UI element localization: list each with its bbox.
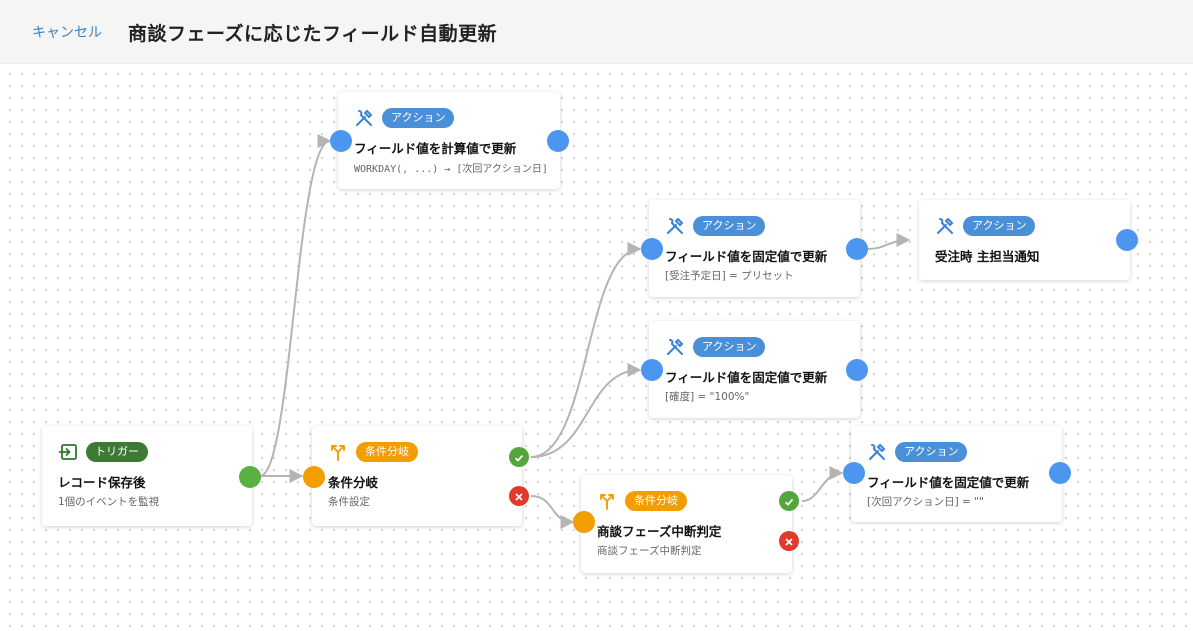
action-badge: アクション <box>382 108 455 128</box>
condition-title: 条件分岐 <box>328 475 379 490</box>
trigger-subtitle: 1個のイベントを監視 <box>58 496 160 508</box>
action-subtitle: WORKDAY(, ...) → [次回アクション日] <box>354 164 548 175</box>
condition-badge: 条件分岐 <box>356 442 418 462</box>
condition-input-port[interactable] <box>303 466 325 488</box>
edge-cond2-action5 <box>801 466 844 502</box>
action-title: 受注時 主担当通知 <box>935 249 1040 264</box>
action-node-calc-update[interactable]: アクション フィールド値を計算値で更新 WORKDAY(, ...) → [次回… <box>338 92 560 189</box>
action-badge: アクション <box>963 216 1036 236</box>
condition2-false-port[interactable] <box>779 531 799 551</box>
action-subtitle: [確度] = "100%" <box>665 391 750 403</box>
close-icon <box>514 487 524 506</box>
edge-cond1-action2 <box>530 242 642 458</box>
trigger-badge: トリガー <box>86 442 148 462</box>
action-badge: アクション <box>895 442 968 462</box>
edge-action2-action4 <box>867 233 911 250</box>
action-badge: アクション <box>693 337 766 357</box>
action-title: フィールド値を固定値で更新 <box>665 249 828 264</box>
action-badge: アクション <box>693 216 766 236</box>
condition-title: 商談フェーズ中断判定 <box>597 524 722 539</box>
trigger-node[interactable]: トリガー レコード保存後 1個のイベントを監視 <box>42 426 252 526</box>
action3-output-port[interactable] <box>846 359 868 381</box>
condition-badge: 条件分岐 <box>625 491 687 511</box>
action5-output-port[interactable] <box>1049 462 1071 484</box>
condition-node[interactable]: 条件分岐 条件分岐 条件設定 <box>312 426 522 526</box>
enter-icon <box>58 442 78 462</box>
action3-input-port[interactable] <box>641 359 663 381</box>
header-bar: キャンセル 商談フェーズに応じたフィールド自動更新 <box>0 0 1193 64</box>
cancel-button[interactable]: キャンセル <box>32 25 102 41</box>
action-title: フィールド値を計算値で更新 <box>354 141 517 156</box>
trigger-title: レコード保存後 <box>58 475 146 490</box>
condition-node-phase-interrupt[interactable]: 条件分岐 商談フェーズ中断判定 商談フェーズ中断判定 <box>581 475 792 573</box>
action2-input-port[interactable] <box>641 238 663 260</box>
action2-output-port[interactable] <box>846 238 868 260</box>
action-node-clear-next-action[interactable]: アクション フィールド値を固定値で更新 [次回アクション日] = "" <box>851 426 1062 522</box>
action-node-fixed-update-probability[interactable]: アクション フィールド値を固定値で更新 [確度] = "100%" <box>649 321 860 418</box>
action-title: フィールド値を固定値で更新 <box>867 475 1030 490</box>
condition2-input-port[interactable] <box>573 511 595 533</box>
action4-output-port[interactable] <box>1116 229 1138 251</box>
edge-cond1-cond2 <box>530 495 575 529</box>
tools-icon <box>354 108 374 128</box>
tools-icon <box>665 216 685 236</box>
branch-icon <box>328 442 348 462</box>
condition2-true-port[interactable] <box>779 491 799 511</box>
tools-icon <box>665 337 685 357</box>
flow-canvas[interactable]: トリガー レコード保存後 1個のイベントを監視 条件分岐 条件分岐 条件設定 ア… <box>0 64 1193 631</box>
action-node-fixed-update-date[interactable]: アクション フィールド値を固定値で更新 [受注予定日] = プリセット <box>649 200 860 297</box>
check-icon <box>514 448 524 467</box>
action-subtitle: [受注予定日] = プリセット <box>665 270 794 282</box>
action5-input-port[interactable] <box>843 462 865 484</box>
action-title: フィールド値を固定値で更新 <box>665 370 828 385</box>
condition-true-port[interactable] <box>509 447 529 467</box>
flow-edges <box>259 134 911 529</box>
trigger-output-port[interactable] <box>239 466 261 488</box>
branch-icon <box>597 491 617 511</box>
edge-trigger-action1 <box>259 134 332 477</box>
tools-icon <box>935 216 955 236</box>
action1-output-port[interactable] <box>547 130 569 152</box>
condition-false-port[interactable] <box>509 486 529 506</box>
close-icon <box>784 532 794 551</box>
page-title: 商談フェーズに応じたフィールド自動更新 <box>128 23 498 45</box>
action1-input-port[interactable] <box>330 130 352 152</box>
condition-subtitle: 条件設定 <box>328 496 370 508</box>
action-node-notify-owner[interactable]: アクション 受注時 主担当通知 <box>919 200 1130 280</box>
action-subtitle: [次回アクション日] = "" <box>867 496 984 508</box>
check-icon <box>784 492 794 511</box>
condition-subtitle: 商談フェーズ中断判定 <box>597 545 702 557</box>
edge-cond1-action3 <box>530 363 642 458</box>
tools-icon <box>867 442 887 462</box>
